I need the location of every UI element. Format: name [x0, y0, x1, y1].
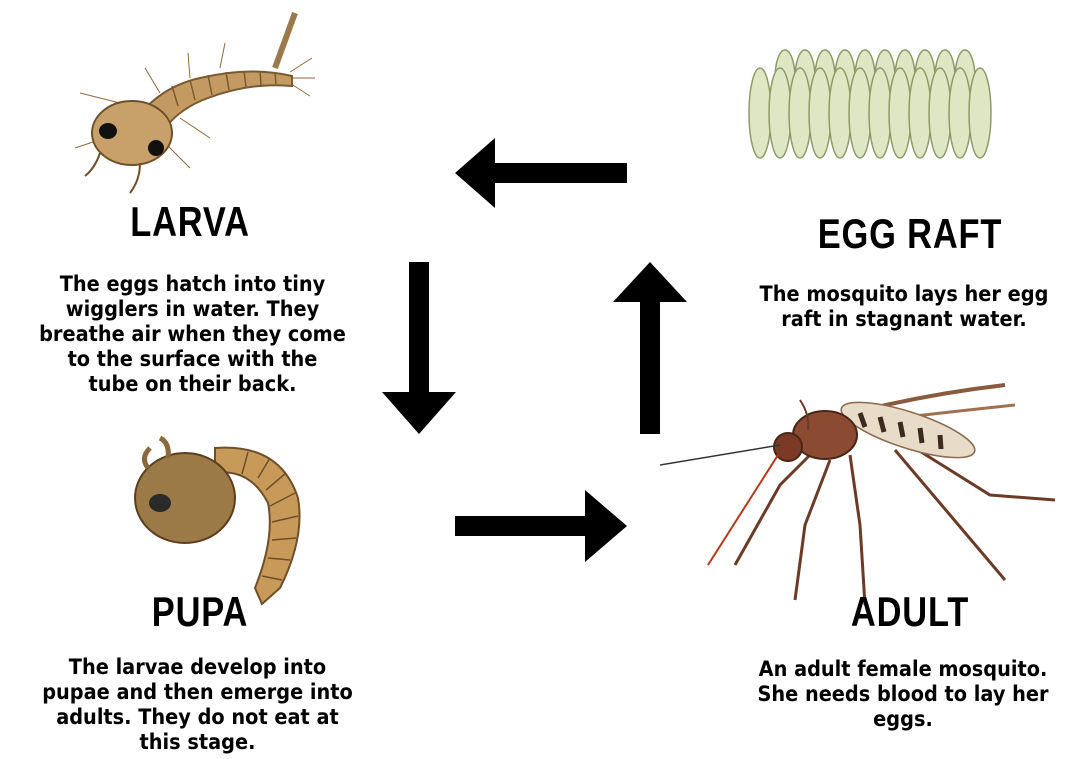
adult-mosquito-illustration	[660, 375, 1060, 605]
adult-description-line: An adult female mosquito.	[736, 657, 1069, 682]
egg-icon	[949, 68, 971, 158]
arrow-right	[455, 490, 627, 562]
larva-title: LARVA	[124, 198, 255, 246]
egg-icon	[929, 68, 951, 158]
egg-icon	[749, 68, 771, 158]
egg-icon	[909, 68, 931, 158]
arrow-left	[455, 138, 627, 208]
adult-description: An adult female mosquito. She needs bloo…	[736, 657, 1069, 732]
arrow-down	[382, 262, 456, 434]
pupa-description-line: this stage.	[25, 730, 370, 755]
egg-icon	[829, 68, 851, 158]
adult-description-line: She needs blood to lay her	[736, 682, 1069, 707]
pupa-description-line: adults. They do not eat at	[25, 705, 370, 730]
larva-illustration	[60, 8, 320, 203]
pupa-description: The larvae develop into pupae and then e…	[25, 655, 370, 755]
egg-icon	[769, 68, 791, 158]
egg-icon	[809, 68, 831, 158]
pupa-description-line: pupae and then emerge into	[25, 680, 370, 705]
larva-description-line: to the surface with the	[20, 347, 365, 372]
egg-raft-description: The mosquito lays her egg raft in stagna…	[739, 282, 1068, 332]
pupa-title: PUPA	[134, 588, 265, 636]
arrow-up	[613, 262, 687, 434]
larva-description-line: breathe air when they come	[20, 322, 365, 347]
larva-description: The eggs hatch into tiny wigglers in wat…	[20, 272, 365, 397]
pupa-description-line: The larvae develop into	[25, 655, 370, 680]
egg-icon	[869, 68, 891, 158]
egg-icon	[969, 68, 991, 158]
adult-description-line: eggs.	[736, 707, 1069, 732]
egg-raft-illustration	[745, 38, 1005, 188]
larva-description-line: The eggs hatch into tiny	[20, 272, 365, 297]
egg-raft-title: EGG RAFT	[812, 210, 1009, 258]
egg-icon	[789, 68, 811, 158]
pupa-illustration	[130, 428, 310, 608]
adult-title: ADULT	[836, 588, 984, 636]
egg-raft-description-line: The mosquito lays her egg	[739, 282, 1068, 307]
egg-raft-description-line: raft in stagnant water.	[739, 307, 1068, 332]
egg-icon	[889, 68, 911, 158]
larva-description-line: wigglers in water. They	[20, 297, 365, 322]
egg-icon	[849, 68, 871, 158]
larva-description-line: tube on their back.	[20, 372, 365, 397]
